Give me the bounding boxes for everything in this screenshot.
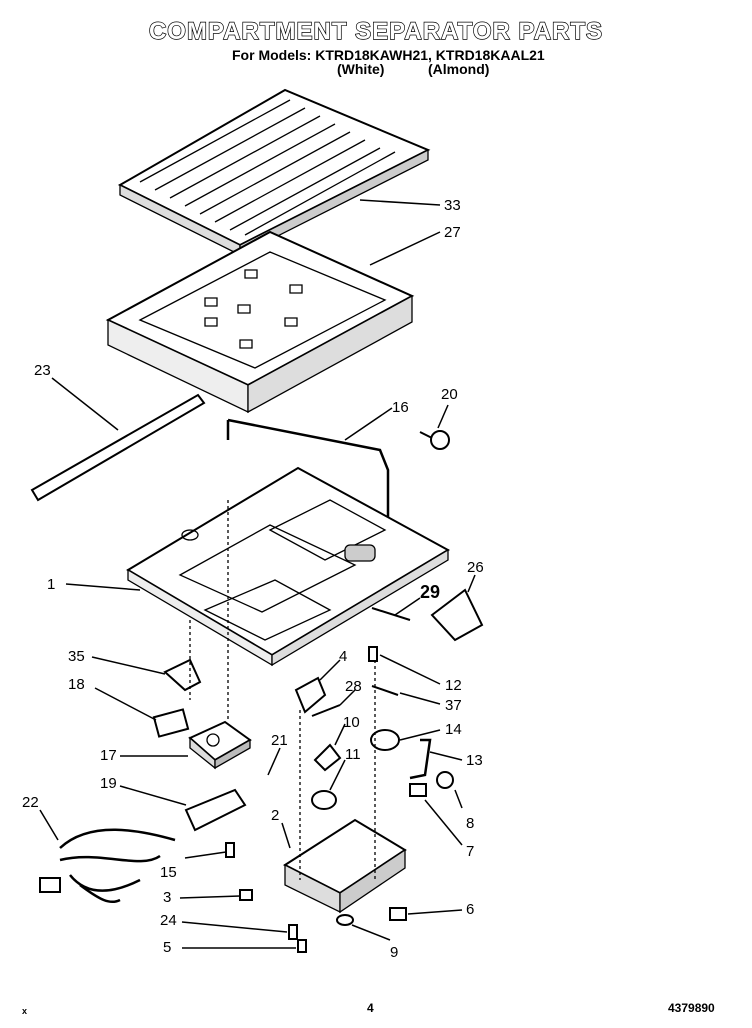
- part-9-fastener: [337, 915, 353, 925]
- callout-3: 3: [163, 889, 172, 906]
- callout-18: 18: [68, 676, 85, 693]
- callout-13: 13: [466, 752, 483, 769]
- color-almond-label: (Almond): [428, 61, 490, 77]
- part-37-strip: [372, 686, 398, 695]
- part-26-cover: [432, 590, 482, 640]
- part-28-strip: [312, 705, 340, 716]
- callout-26: 26: [467, 559, 484, 576]
- callout-24: 24: [160, 912, 177, 929]
- callout-21: 21: [271, 732, 288, 749]
- callout-10: 10: [343, 714, 360, 731]
- part-18-gasket: [154, 709, 188, 736]
- callout-4: 4: [339, 648, 348, 665]
- callout-20: 20: [441, 386, 458, 403]
- leader-lines: [40, 200, 475, 948]
- part-3-clip: [240, 890, 252, 900]
- callout-23: 23: [34, 362, 51, 379]
- callout-9: 9: [390, 944, 399, 961]
- part-33-shelf-grille: [120, 90, 428, 255]
- part-35-clip: [165, 660, 200, 690]
- callout-8: 8: [466, 815, 475, 832]
- callout-27: 27: [444, 224, 461, 241]
- callout-7: 7: [466, 843, 475, 860]
- part-10-thermostat: [315, 745, 340, 770]
- callout-16: 16: [392, 399, 409, 416]
- part-23-trim-strip: [32, 395, 204, 500]
- page-title: COMPARTMENT SEPARATOR PARTS: [148, 17, 604, 45]
- part-2-base-housing: [285, 820, 405, 912]
- part-29-clip: [372, 608, 410, 620]
- callout-35: 35: [68, 648, 85, 665]
- callout-15: 15: [160, 864, 177, 881]
- callout-28: 28: [345, 678, 362, 695]
- callout-11: 11: [345, 746, 361, 763]
- callout-14: 14: [445, 721, 462, 738]
- part-6-switch: [390, 908, 406, 920]
- part-1-separator-pan: [128, 468, 448, 665]
- callout-19: 19: [100, 775, 117, 792]
- part-17-control-housing: [190, 722, 250, 768]
- part-7-socket: [410, 784, 426, 796]
- callout-6: 6: [466, 901, 475, 918]
- callout-17: 17: [100, 747, 117, 764]
- footer-doc-number: 4379890: [668, 1001, 715, 1015]
- callout-2: 2: [271, 807, 280, 824]
- callout-1: 1: [47, 576, 56, 593]
- part-5-screw: [298, 940, 306, 952]
- callout-12: 12: [445, 677, 462, 694]
- footer-page-number: 4: [367, 1001, 374, 1015]
- footer-left-mark: x: [22, 1006, 28, 1016]
- callout-5: 5: [163, 939, 172, 956]
- part-22-wire-harness: [60, 830, 175, 902]
- part-14-knob: [371, 730, 399, 750]
- models-line: For Models: KTRD18KAWH21, KTRD18KAAL21: [232, 47, 545, 63]
- part-4-damper: [296, 678, 325, 712]
- callout-22: 22: [22, 794, 39, 811]
- guide-lines: [190, 500, 375, 880]
- part-27-separator-frame: [108, 232, 412, 412]
- color-white-label: (White): [337, 61, 385, 77]
- part-19-bracket: [186, 790, 245, 830]
- part-15-screw: [226, 843, 234, 857]
- part-20-knob: [420, 431, 449, 449]
- part-11-knob: [312, 791, 336, 809]
- part-24-screw: [289, 925, 297, 939]
- callout-37: 37: [445, 697, 462, 714]
- part-13-tube: [410, 740, 430, 778]
- callout-33: 33: [444, 197, 461, 214]
- part-8-bulb: [437, 772, 453, 788]
- part-12-screw: [369, 647, 377, 661]
- callout-29: 29: [420, 582, 441, 602]
